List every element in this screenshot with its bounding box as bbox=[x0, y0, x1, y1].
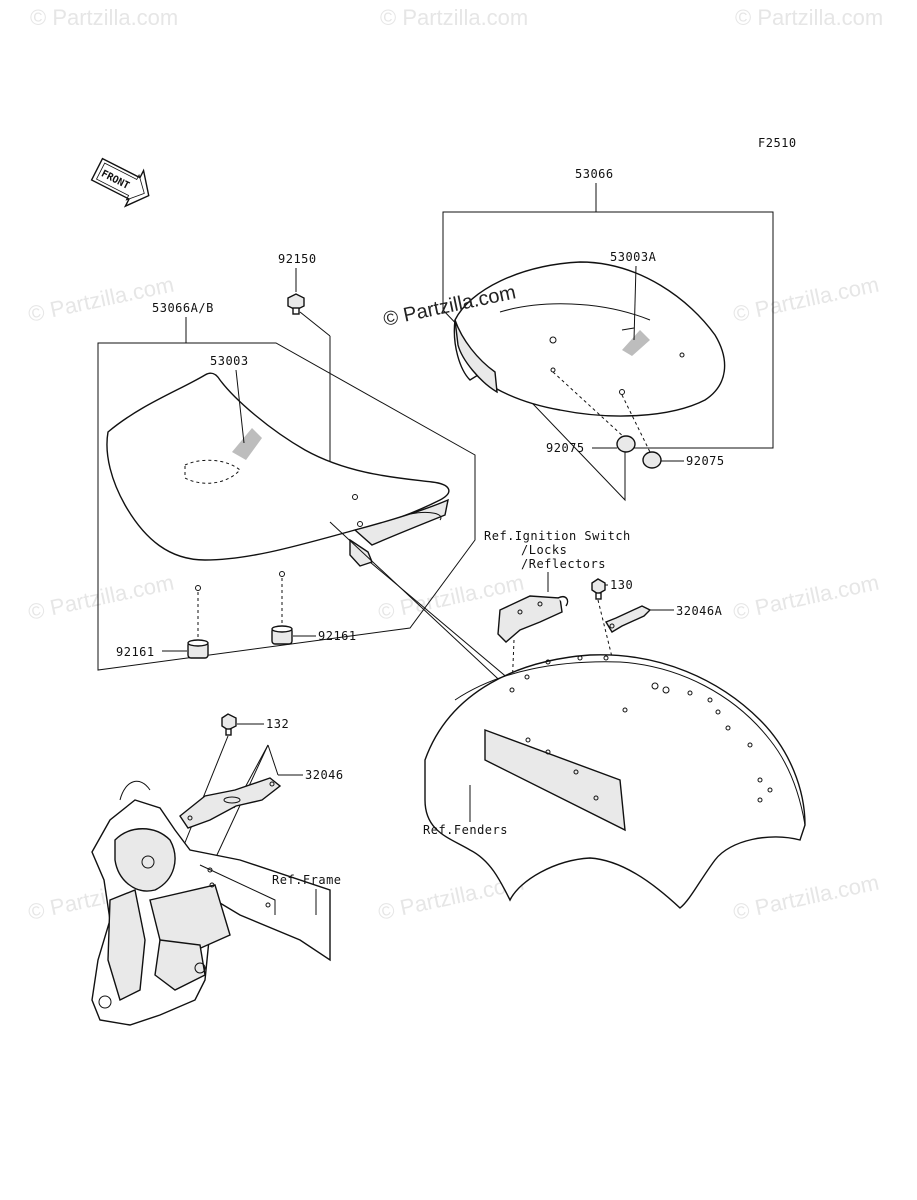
ref-ignition-line3: /Reflectors bbox=[521, 557, 606, 571]
part-92075-left: 92075 bbox=[546, 441, 585, 455]
front-seat-illustration bbox=[106, 372, 450, 640]
bolt-92150 bbox=[287, 293, 305, 315]
watermark: © Partzilla.com bbox=[26, 272, 176, 327]
bolt-130 bbox=[591, 578, 606, 600]
bracket-32046A bbox=[604, 605, 652, 633]
part-92161-right: 92161 bbox=[318, 629, 357, 643]
damper-92075-left bbox=[616, 435, 636, 453]
rear-seat-illustration bbox=[453, 261, 726, 453]
ignition-bracket bbox=[497, 595, 569, 643]
part-130: 130 bbox=[610, 578, 633, 592]
part-53066: 53066 bbox=[575, 167, 614, 181]
part-132: 132 bbox=[266, 717, 289, 731]
damper-92161-right bbox=[271, 625, 293, 645]
front-seat-frame-box bbox=[97, 342, 476, 671]
watermark: © Partzilla.com bbox=[731, 570, 881, 625]
part-53066AB: 53066A/B bbox=[152, 301, 214, 315]
ref-fenders: Ref.Fenders bbox=[423, 823, 508, 837]
front-arrow-icon: FRONT bbox=[90, 157, 150, 208]
watermark: © Partzilla.com bbox=[380, 5, 528, 30]
damper-92075-right bbox=[642, 451, 662, 469]
rear-fender-illustration bbox=[424, 654, 806, 909]
bracket-32046 bbox=[179, 777, 282, 829]
watermark: © Partzilla.com bbox=[731, 870, 881, 925]
part-92150: 92150 bbox=[278, 252, 317, 266]
part-32046A: 32046A bbox=[676, 604, 723, 618]
figure-code: F2510 bbox=[758, 136, 797, 150]
watermark: © Partzilla.com bbox=[30, 5, 178, 30]
part-92075-right: 92075 bbox=[686, 454, 725, 468]
damper-92161-left bbox=[187, 639, 209, 659]
bolt-132 bbox=[221, 713, 237, 736]
ref-frame: Ref.Frame bbox=[272, 873, 342, 887]
part-53003: 53003 bbox=[210, 354, 249, 368]
watermark: © Partzilla.com bbox=[731, 272, 881, 327]
part-92161-left: 92161 bbox=[116, 645, 155, 659]
part-53003A: 53003A bbox=[610, 250, 657, 264]
frame-illustration bbox=[91, 780, 331, 1026]
watermark: © Partzilla.com bbox=[735, 5, 883, 30]
ref-ignition-line1: Ref.Ignition Switch bbox=[484, 529, 631, 543]
part-32046: 32046 bbox=[305, 768, 344, 782]
ref-ignition-line2: /Locks bbox=[521, 543, 567, 557]
watermark: © Partzilla.com bbox=[26, 570, 176, 625]
